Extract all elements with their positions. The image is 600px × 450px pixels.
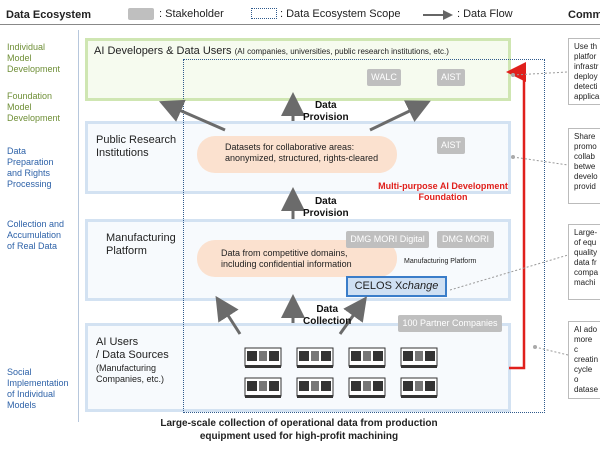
sidebar-item-foundation-model: Foundation Model Development: [7, 91, 61, 123]
sidebar-item-social-implementation: Social Implementation of Individual Mode…: [7, 367, 69, 410]
collaborative-datasets-text: Datasets for collaborative areas: anonym…: [225, 142, 379, 163]
aist-chip-top: AIST: [437, 69, 465, 86]
ecosystem-scope-box: [183, 59, 545, 413]
ai-developers-subtitle: (AI companies, universities, public rese…: [234, 47, 449, 56]
machine-icon: [296, 347, 334, 368]
public-research-title: Public Research Institutions: [96, 134, 177, 159]
partner-companies-chip: 100 Partner Companies: [398, 315, 502, 332]
machine-icon: [348, 347, 386, 368]
walc-chip: WALC: [367, 69, 401, 86]
comment-box: Share promo collab betwe develo provid: [568, 128, 600, 204]
competitive-data-text: Data from competitive domains, including…: [221, 248, 352, 269]
aist-chip-mid: AIST: [437, 137, 465, 154]
machine-icon: [348, 377, 386, 398]
comment-box: Large- of equ quality data fr compa mach…: [568, 224, 600, 300]
manufacturing-platform-label: Manufacturing Platform: [404, 258, 477, 265]
sidebar-item-individual-model: Individual Model Development: [7, 42, 61, 74]
header-divider: [0, 24, 600, 25]
comment-connector: [512, 156, 569, 166]
comments-title: Comm: [568, 9, 600, 21]
comment-box: AI ado more c creatin cycle o datase: [568, 321, 600, 399]
flow-arrow-icon: [423, 10, 453, 20]
legend: : Stakeholder : Data Ecosystem Scope : D…: [128, 6, 528, 22]
data-collection-label: Data Collection: [303, 304, 352, 327]
machine-icon: [244, 377, 282, 398]
ecosystem-title: Data Ecosystem: [6, 9, 91, 21]
ai-developers-name: AI Developers & Data Users: [94, 45, 232, 57]
arrow-diag-l2-left: [159, 99, 226, 132]
celos-xchange-box: CELOS Xchange: [346, 276, 447, 297]
machine-icon: [400, 377, 438, 398]
ai-developers-title: AI Developers & Data Users (AI companies…: [94, 45, 449, 57]
bottom-caption: Large-scale collection of operational da…: [160, 418, 438, 442]
ai-users-subtitle: (Manufacturing Companies, etc.): [96, 363, 165, 384]
data-provision-mid-label: Data Provision: [303, 196, 349, 219]
stakeholder-swatch: [128, 8, 154, 20]
sidebar-item-data-preparation: Data Preparation and Rights Processing: [7, 146, 54, 189]
ai-users-title: AI Users / Data Sources: [96, 336, 169, 361]
celos-suffix: change: [402, 280, 439, 292]
comment-connector: [534, 346, 569, 356]
legend-flow-label: : Data Flow: [457, 8, 513, 20]
sidebar-divider: [78, 30, 79, 422]
foundation-label: Multi-purpose AI Development Foundation: [378, 181, 508, 202]
arrow-diag-l4-left: [215, 295, 242, 335]
dmg-mori-digital-chip: DMG MORI Digital: [346, 231, 429, 248]
manufacturing-title: Manufacturing Platform: [106, 232, 176, 257]
comment-connector: [449, 254, 569, 291]
machine-icon: [400, 347, 438, 368]
comment-connector: [512, 71, 569, 76]
collaborative-datasets-pill: Datasets for collaborative areas: anonym…: [197, 136, 397, 173]
arrow-diag-l2-right: [369, 100, 431, 132]
sidebar-item-collection: Collection and Accumulation of Real Data: [7, 219, 65, 251]
legend-scope-label: : Data Ecosystem Scope: [280, 8, 401, 20]
dmg-mori-chip: DMG MORI: [437, 231, 494, 248]
data-provision-top-label: Data Provision: [303, 100, 349, 123]
celos-prefix: CELOS X: [354, 280, 403, 292]
foundation-bracket: [506, 62, 526, 370]
scope-swatch: [251, 8, 277, 19]
machine-icon: [244, 347, 282, 368]
comment-box: Use th platfor infrastr deploy detecti a…: [568, 38, 600, 105]
legend-stakeholder-label: : Stakeholder: [159, 8, 224, 20]
arrow-diag-l4-right: [338, 296, 367, 335]
machine-icon: [296, 377, 334, 398]
